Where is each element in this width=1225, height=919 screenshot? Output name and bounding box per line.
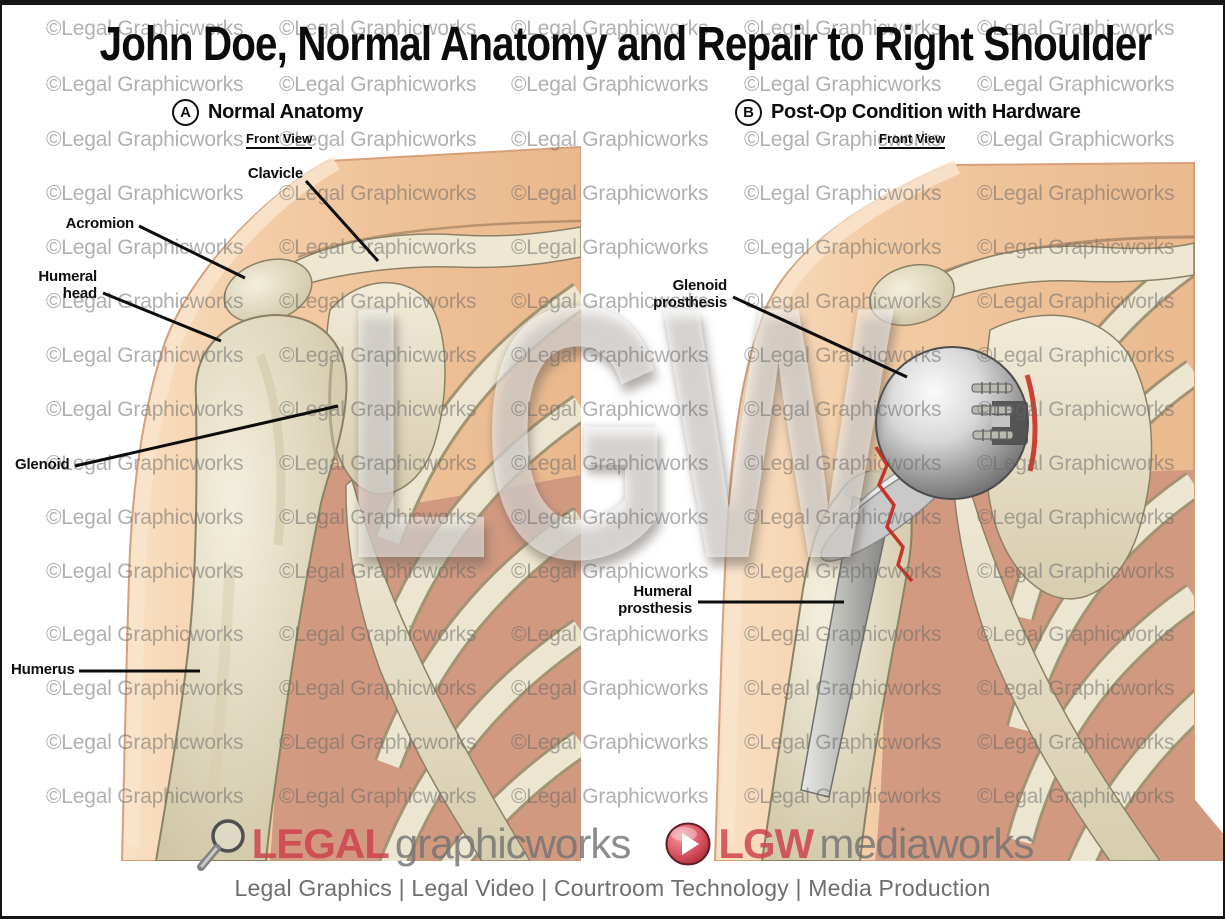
panel-a-header: A Normal Anatomy xyxy=(172,99,363,126)
label-glenoid: Glenoid xyxy=(15,456,70,473)
bone-screw xyxy=(971,382,1013,394)
logo-lgw: LGW xyxy=(718,820,814,867)
scapula-lateral-border xyxy=(951,443,1161,861)
label-glenoid-prosthesis: Glenoid prosthesis xyxy=(653,277,727,312)
logo-mediaworks: mediaworks xyxy=(819,820,1034,867)
panel-b-badge: B xyxy=(735,99,762,126)
anatomy-illustration-normal xyxy=(120,145,581,861)
scapula-lateral-border xyxy=(345,478,531,861)
label-clavicle: Clavicle xyxy=(247,165,303,182)
skin-highlight xyxy=(719,160,960,848)
panel-b-header: B Post-Op Condition with Hardware xyxy=(735,99,1081,126)
magnifier-icon xyxy=(196,819,245,871)
panel-a-view-label: Front View xyxy=(246,131,313,149)
label-acromion: Acromion xyxy=(65,215,135,232)
play-icon xyxy=(665,822,711,866)
watermark-tile: ©Legal Graphicworks xyxy=(511,73,709,96)
label-humeral-prosthesis: Humeral prosthesis xyxy=(618,583,692,618)
panel-a-heading: Normal Anatomy xyxy=(208,101,364,123)
panel-b-view-label: Front View xyxy=(879,131,946,149)
footer-tagline: Legal Graphics | Legal Video | Courtroom… xyxy=(234,875,991,901)
watermark-tile: ©Legal Graphicworks xyxy=(744,73,942,96)
panel-a-badge: A xyxy=(172,99,199,126)
page-title: John Doe, Normal Anatomy and Repair to R… xyxy=(99,18,1153,71)
bone-screw xyxy=(972,429,1014,441)
bone-screws xyxy=(971,382,1014,441)
logo-graphicworks: graphicworks xyxy=(394,820,631,867)
bone-screw xyxy=(971,404,1013,416)
prosthesis-notch-step xyxy=(992,415,1010,427)
anatomy-illustration-postop xyxy=(713,160,1223,861)
humerus-shading xyxy=(206,564,236,806)
watermark-tile: ©Legal Graphicworks xyxy=(46,73,244,96)
clavicle-bone xyxy=(929,242,1195,305)
logo-legal: LEGAL xyxy=(251,820,390,867)
panel-b-heading: Post-Op Condition with Hardware xyxy=(771,101,1081,123)
watermark-tile: ©Legal Graphicworks xyxy=(279,73,477,96)
label-humerus: Humerus xyxy=(11,661,75,678)
watermark-tile: ©Legal Graphicworks xyxy=(977,73,1175,96)
footer-logo-band: LEGAL graphicworks LGW mediaworks xyxy=(2,815,1223,873)
suture-line xyxy=(1024,374,1038,472)
suture-line xyxy=(874,446,914,583)
label-humeral-head: Humeral head xyxy=(38,268,97,303)
